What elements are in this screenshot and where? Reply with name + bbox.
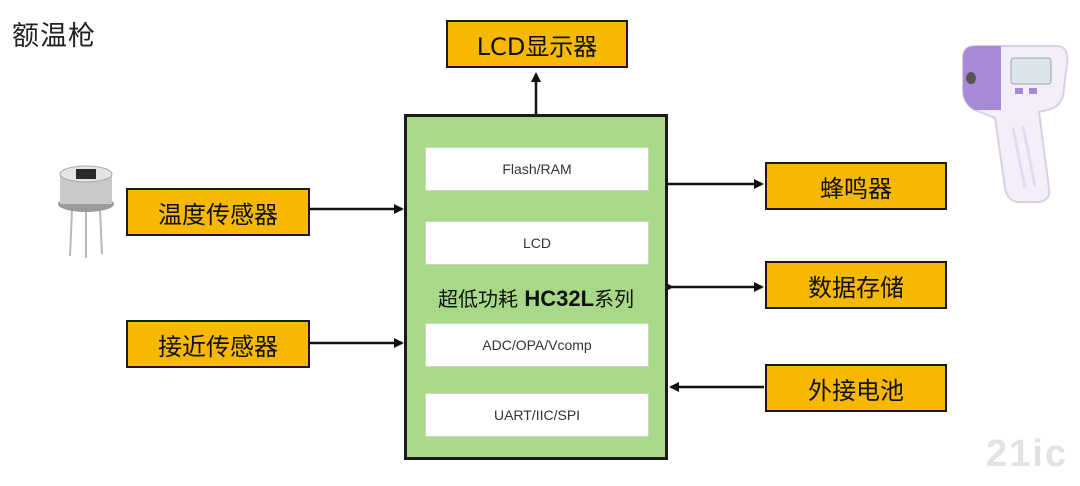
mcu-label: 超低功耗 HC32L系列 — [407, 283, 665, 312]
module-uart-iic-spi: UART/IIC/SPI — [425, 393, 649, 437]
temperature-sensor-icon — [58, 165, 114, 258]
mcu-label-prefix: 超低功耗 — [437, 287, 525, 311]
module-flash-ram: Flash/RAM — [425, 147, 649, 191]
buzzer-box: 蜂鸣器 — [765, 162, 947, 210]
mcu-model: HC32L — [524, 286, 595, 311]
temperature-sensor-box: 温度传感器 — [126, 188, 310, 236]
module-lcd: LCD — [425, 221, 649, 265]
storage-box: 数据存储 — [765, 261, 947, 309]
lcd-display-box: LCD显示器 — [446, 20, 628, 68]
page-title: 额温枪 — [12, 21, 96, 52]
mcu-label-suffix: 系列 — [594, 287, 635, 311]
mcu-block: Flash/RAM LCD 超低功耗 HC32L系列 ADC/OPA/Vcomp… — [404, 114, 668, 460]
watermark-logo: 21ic — [986, 433, 1068, 475]
proximity-sensor-box: 接近传感器 — [126, 320, 310, 368]
module-adc-opa-vcomp: ADC/OPA/Vcomp — [425, 323, 649, 367]
battery-box: 外接电池 — [765, 364, 947, 412]
thermometer-gun-icon — [962, 45, 1069, 203]
